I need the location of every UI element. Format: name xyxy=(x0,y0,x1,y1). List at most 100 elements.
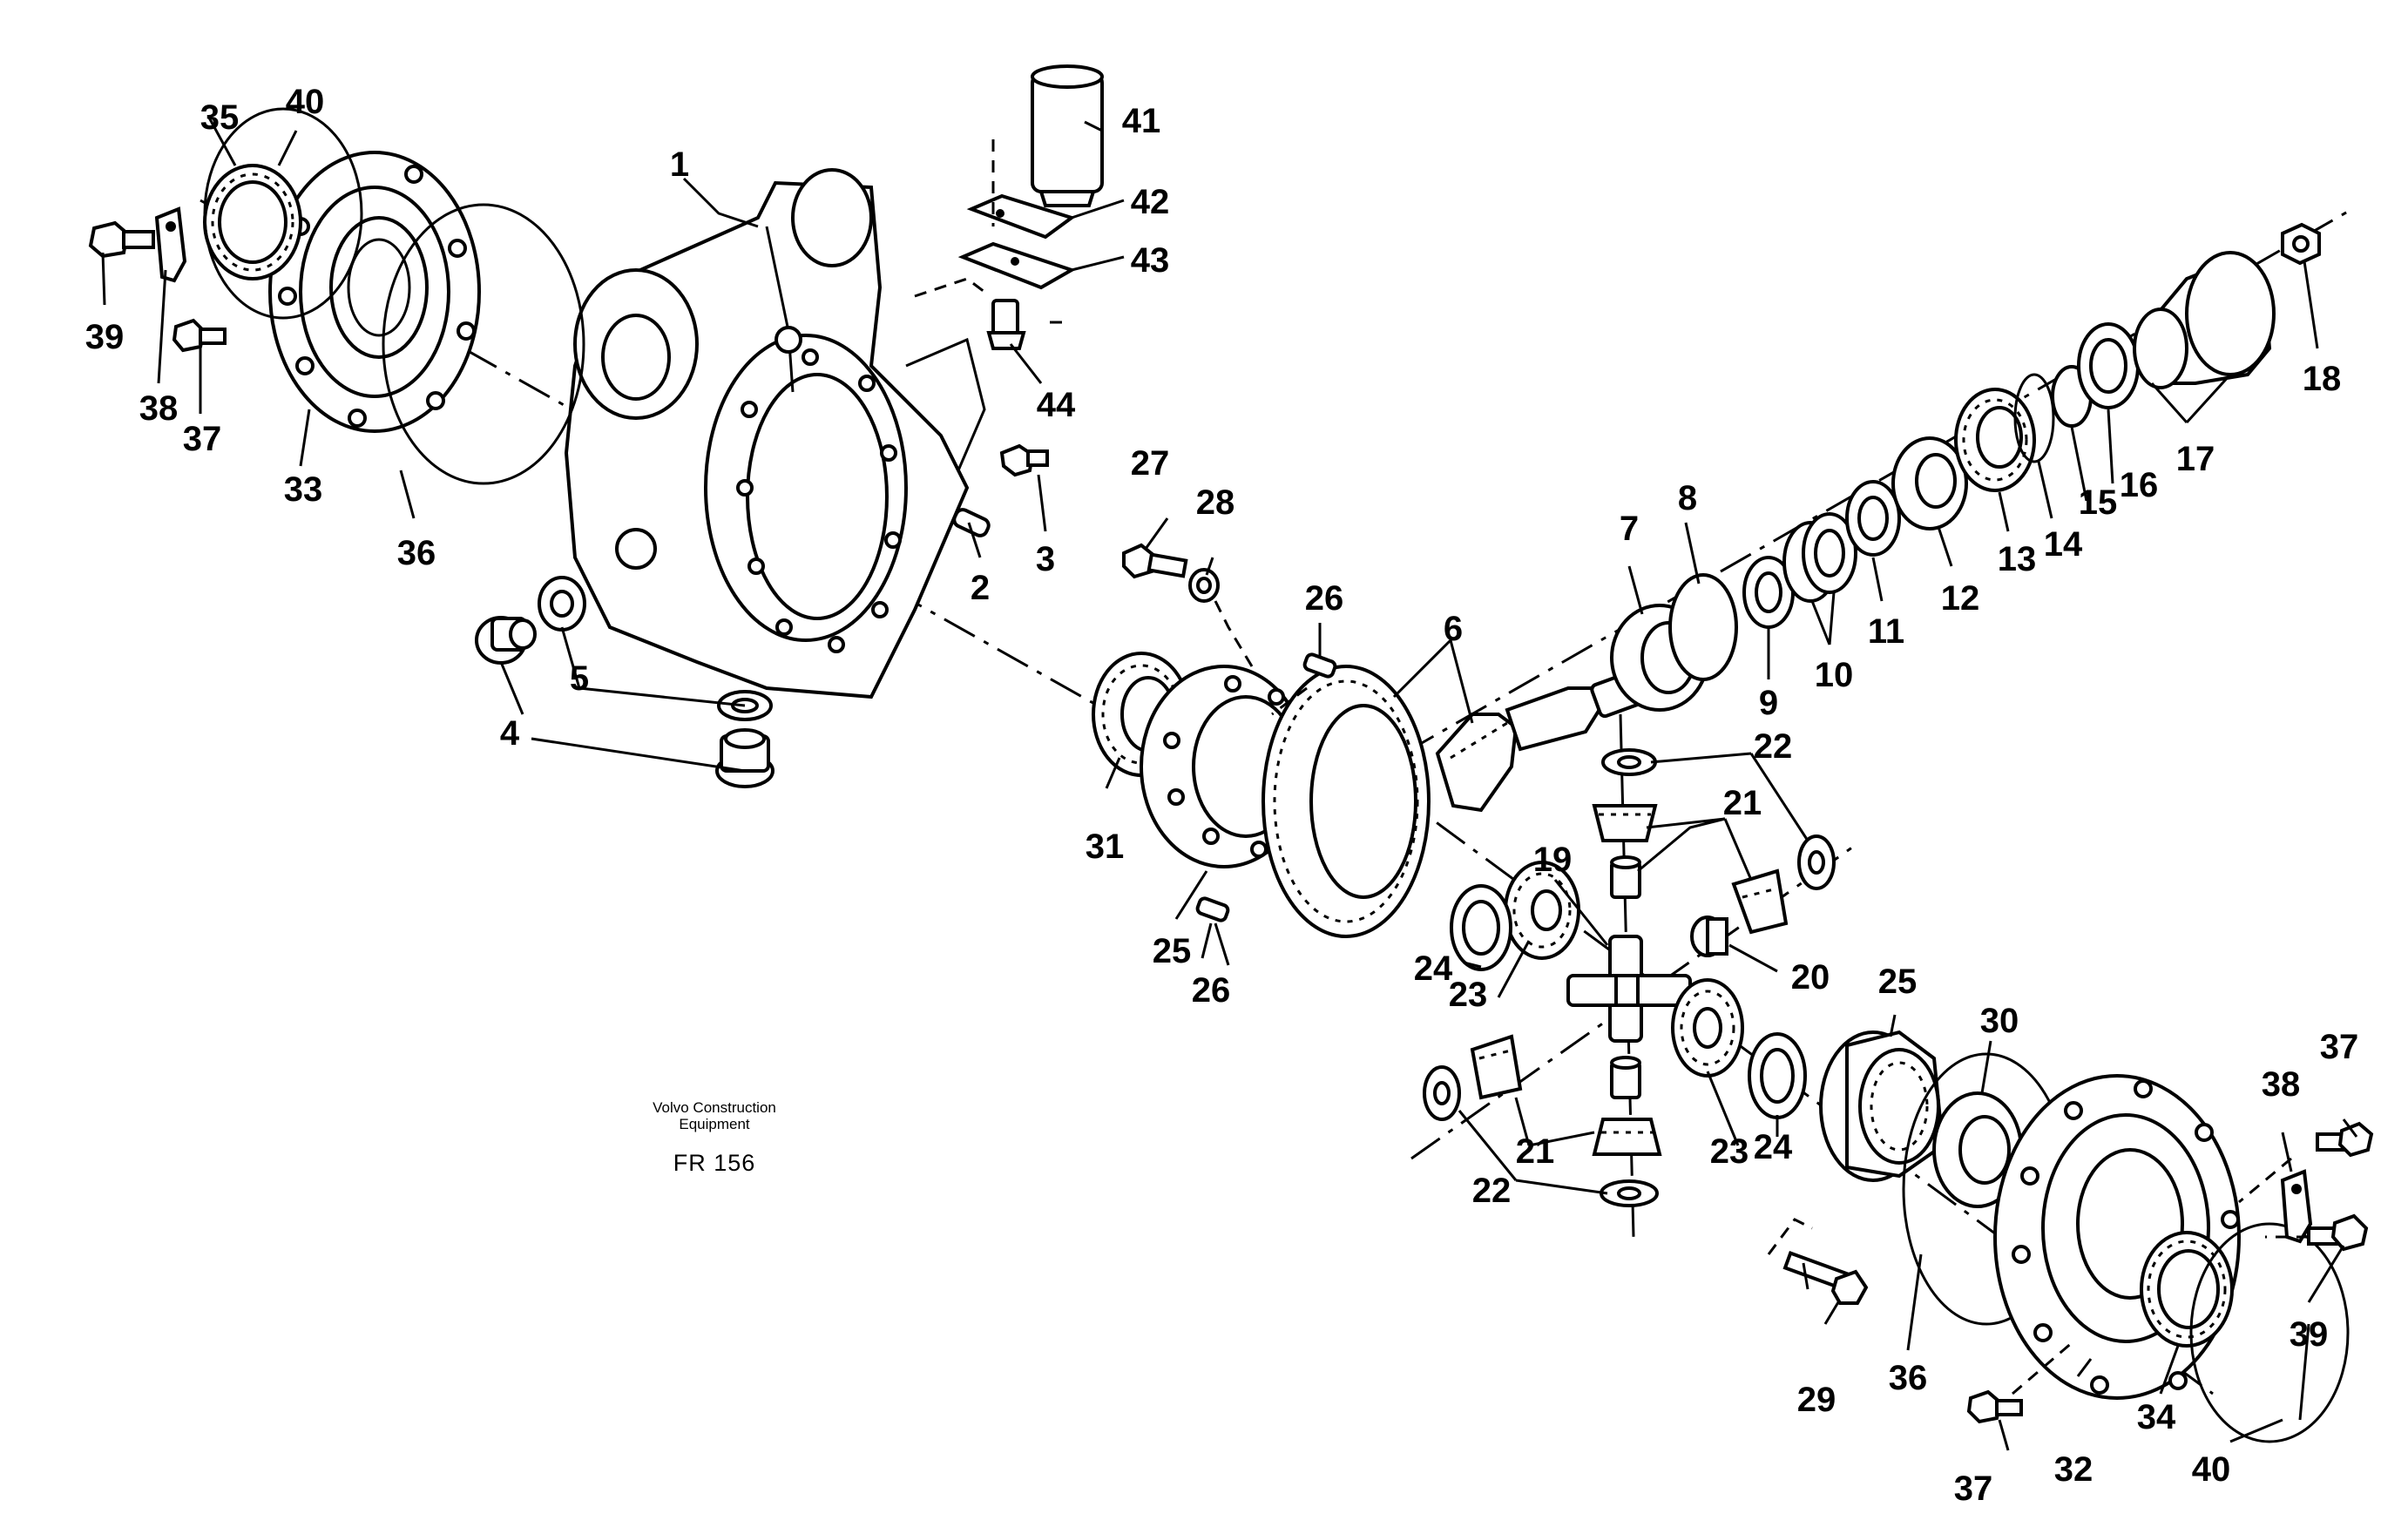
crown-wheel-6 xyxy=(1261,665,1431,938)
planet-gear-21-top xyxy=(1592,804,1658,842)
callout-43: 43 xyxy=(1131,241,1170,280)
callout-26a: 26 xyxy=(1305,579,1344,618)
shims-10 xyxy=(1782,512,1857,603)
bushing-21-upper xyxy=(1610,855,1641,899)
spacer-9 xyxy=(1742,556,1795,629)
bearing-12 xyxy=(1891,436,1968,530)
callout-11: 11 xyxy=(1868,612,1904,651)
callout-39a: 39 xyxy=(85,318,125,356)
axle-housing xyxy=(564,168,986,699)
callout-39b: 39 xyxy=(2290,1315,2329,1354)
leader-lines xyxy=(101,117,2358,1451)
bolt-27 xyxy=(1122,543,1188,579)
thrust-washer-22-bottom xyxy=(1600,1179,1659,1207)
companion-flange-17 xyxy=(2133,251,2276,389)
callout-7: 7 xyxy=(1620,510,1639,548)
nut-18 xyxy=(2281,222,2321,266)
planet-gear-21-left xyxy=(1470,1034,1523,1100)
callout-32: 32 xyxy=(2054,1450,2093,1489)
callout-38b: 38 xyxy=(2262,1065,2301,1104)
right-screw-guides xyxy=(2012,1157,2309,1395)
sensor-guide-lines xyxy=(914,139,1067,324)
left-seal-35 xyxy=(203,164,302,280)
cross-spider-19 xyxy=(1566,935,1692,1043)
callout-2: 2 xyxy=(971,569,990,607)
callout-13: 13 xyxy=(1998,540,2037,578)
callout-40a: 40 xyxy=(286,83,325,121)
callout-17: 17 xyxy=(2176,440,2215,478)
screw-44 xyxy=(986,299,1026,350)
bushing-20 xyxy=(1690,916,1728,957)
callout-4: 4 xyxy=(500,714,520,753)
thrust-washer-22-left xyxy=(1423,1065,1461,1121)
housing-bolt-circle xyxy=(736,348,902,653)
bearing-30 xyxy=(1932,1091,2023,1208)
callout-23a: 23 xyxy=(1449,976,1488,1014)
pin-2 xyxy=(952,508,991,537)
callout-29: 29 xyxy=(1797,1381,1836,1419)
left-lock-plate-38 xyxy=(154,206,187,283)
callout-labels: 1 2 3 4 5 6 7 8 9 10 11 12 13 14 15 16 1… xyxy=(85,83,2359,1508)
breather-3 xyxy=(999,443,1049,477)
thrust-washer-22-top xyxy=(1601,748,1657,776)
ring-14 xyxy=(2013,373,2055,463)
company-name-line2: Equipment xyxy=(679,1116,750,1132)
callout-19: 19 xyxy=(1533,841,1573,879)
callout-5: 5 xyxy=(570,659,589,698)
callout-37a: 37 xyxy=(183,420,222,458)
callout-12: 12 xyxy=(1941,579,1980,618)
left-o-ring-36 xyxy=(382,203,585,485)
right-lock-plate-38 xyxy=(2280,1169,2313,1244)
pin-26-upper xyxy=(1302,652,1337,679)
callout-22b: 22 xyxy=(1472,1172,1512,1210)
shim-8 xyxy=(1668,573,1738,681)
callout-35: 35 xyxy=(200,98,240,137)
planet-gear-21-right xyxy=(1731,868,1789,935)
bolt-29 xyxy=(1782,1251,1869,1305)
drain-plug-4-lower xyxy=(715,728,774,788)
callout-15: 15 xyxy=(2079,483,2118,522)
callout-10: 10 xyxy=(1815,656,1854,694)
washer-28 xyxy=(1188,568,1220,603)
callout-18: 18 xyxy=(2303,360,2342,398)
callout-28: 28 xyxy=(1196,483,1235,522)
callout-23b: 23 xyxy=(1710,1132,1749,1171)
callout-22a: 22 xyxy=(1754,727,1793,766)
manufacturer-watermark: Volvo Construction Equipment FR 156 xyxy=(610,1099,819,1177)
callout-44: 44 xyxy=(1037,386,1076,424)
callout-36b: 36 xyxy=(1889,1359,1928,1397)
callout-26b: 26 xyxy=(1192,971,1231,1010)
right-screw-37-upper xyxy=(2316,1121,2374,1158)
callout-9: 9 xyxy=(1759,684,1778,722)
callout-8: 8 xyxy=(1678,479,1697,517)
washer-5-upper xyxy=(538,576,586,632)
diff-case-25-right xyxy=(1819,1030,1945,1182)
side-gear-23-lower xyxy=(1671,978,1744,1078)
right-bolt-39 xyxy=(2307,1213,2369,1252)
callout-16: 16 xyxy=(2120,466,2159,504)
callout-36a: 36 xyxy=(397,534,436,572)
callout-3: 3 xyxy=(1036,540,1055,578)
callout-33: 33 xyxy=(284,470,323,509)
thrust-washer-24-lower xyxy=(1748,1032,1807,1119)
ring-11 xyxy=(1845,480,1901,557)
callout-37c: 37 xyxy=(1954,1470,1993,1508)
thrust-washer-24-upper xyxy=(1450,884,1512,971)
pin-26-lower xyxy=(1195,896,1230,922)
seal-16 xyxy=(2077,322,2140,409)
right-o-ring-40 xyxy=(2189,1222,2350,1443)
callout-24a: 24 xyxy=(1414,949,1453,988)
carrier-axis xyxy=(1289,713,2214,1395)
bolt-29-guide xyxy=(1767,1218,1813,1255)
company-name-line1: Volvo Construction xyxy=(653,1099,776,1116)
callout-42: 42 xyxy=(1131,183,1170,221)
left-screw-37 xyxy=(172,318,227,353)
thrust-washer-22-right xyxy=(1797,834,1836,890)
callout-30: 30 xyxy=(1980,1002,2019,1040)
sensor-41 xyxy=(1031,64,1104,207)
callout-27: 27 xyxy=(1131,444,1170,483)
callout-40b: 40 xyxy=(2192,1450,2231,1489)
callout-41: 41 xyxy=(1122,102,1161,140)
planet-gear-21-bottom xyxy=(1592,1118,1662,1156)
callout-20: 20 xyxy=(1791,958,1830,997)
